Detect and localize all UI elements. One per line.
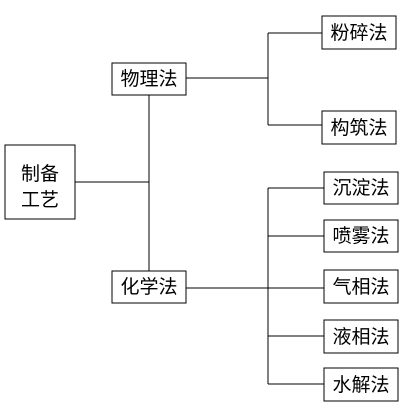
leaf-label: 水解法 [332,374,389,396]
branch-node-chemical: 化学法 [111,270,187,304]
leaf-node: 喷雾法 [323,219,399,253]
leaf-node: 水解法 [323,367,399,402]
branch-label: 化学法 [120,276,177,298]
leaf-label: 气相法 [332,276,389,298]
leaf-label: 喷雾法 [332,225,389,247]
chemical-connectors [186,187,324,385]
branch-node-physical: 物理法 [111,62,187,96]
leaf-label: 沉淀法 [332,177,389,199]
leaf-node: 气相法 [323,269,399,304]
root-label-line2: 工艺 [21,189,59,211]
leaf-label: 构筑法 [330,117,387,139]
leaf-label: 粉碎法 [330,22,387,44]
physical-connectors [186,32,322,126]
root-node: 制备 工艺 [4,144,76,220]
leaf-node: 沉淀法 [323,171,399,205]
leaf-node: 粉碎法 [321,15,397,50]
root-connectors [75,95,150,277]
leaf-label: 液相法 [332,326,389,348]
leaf-node: 液相法 [323,319,399,354]
leaf-node: 构筑法 [321,110,397,145]
branch-label: 物理法 [120,68,177,90]
root-label-line1: 制备 [21,163,59,185]
